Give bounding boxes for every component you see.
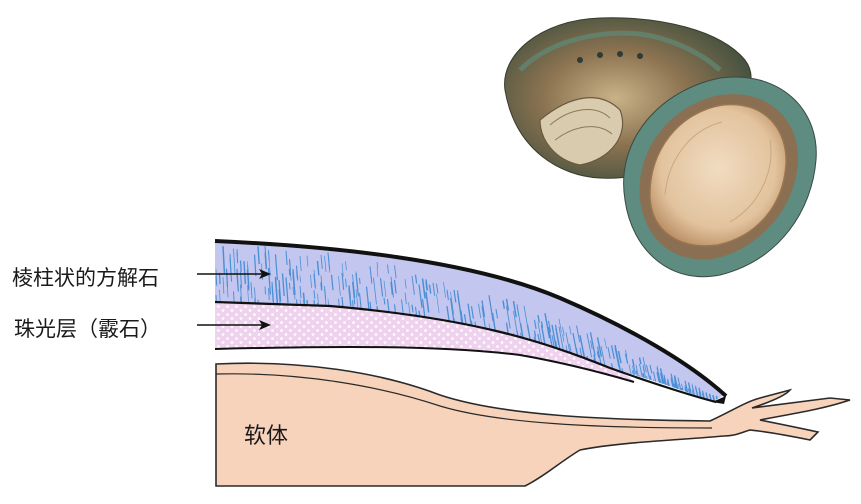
calcite-streak [622,377,627,399]
label-nacre-aragonite: 珠光层（霰石） [14,313,161,343]
calcite-streak [521,356,524,375]
calcite-streak [360,278,361,284]
calcite-streak [545,362,547,370]
calcite-streak [545,358,550,386]
calcite-streak [636,379,639,393]
calcite-streak [241,261,242,272]
label-prismatic-calcite: 棱柱状的方解石 [12,262,159,292]
soft-body [216,363,850,486]
calcite-streak [486,352,489,369]
calcite-streak [290,283,291,290]
calcite-streak [608,375,612,392]
calcite-streak [657,384,662,408]
calcite-streak [503,353,507,378]
calcite-streak [591,371,595,391]
label-soft-body: 软体 [244,418,288,450]
calcite-streak [566,365,570,384]
calcite-streak [538,357,542,381]
calcite-streak [563,365,565,377]
calcite-streak [265,287,266,295]
abalone-photo [505,18,817,277]
calcite-streak [531,359,532,367]
